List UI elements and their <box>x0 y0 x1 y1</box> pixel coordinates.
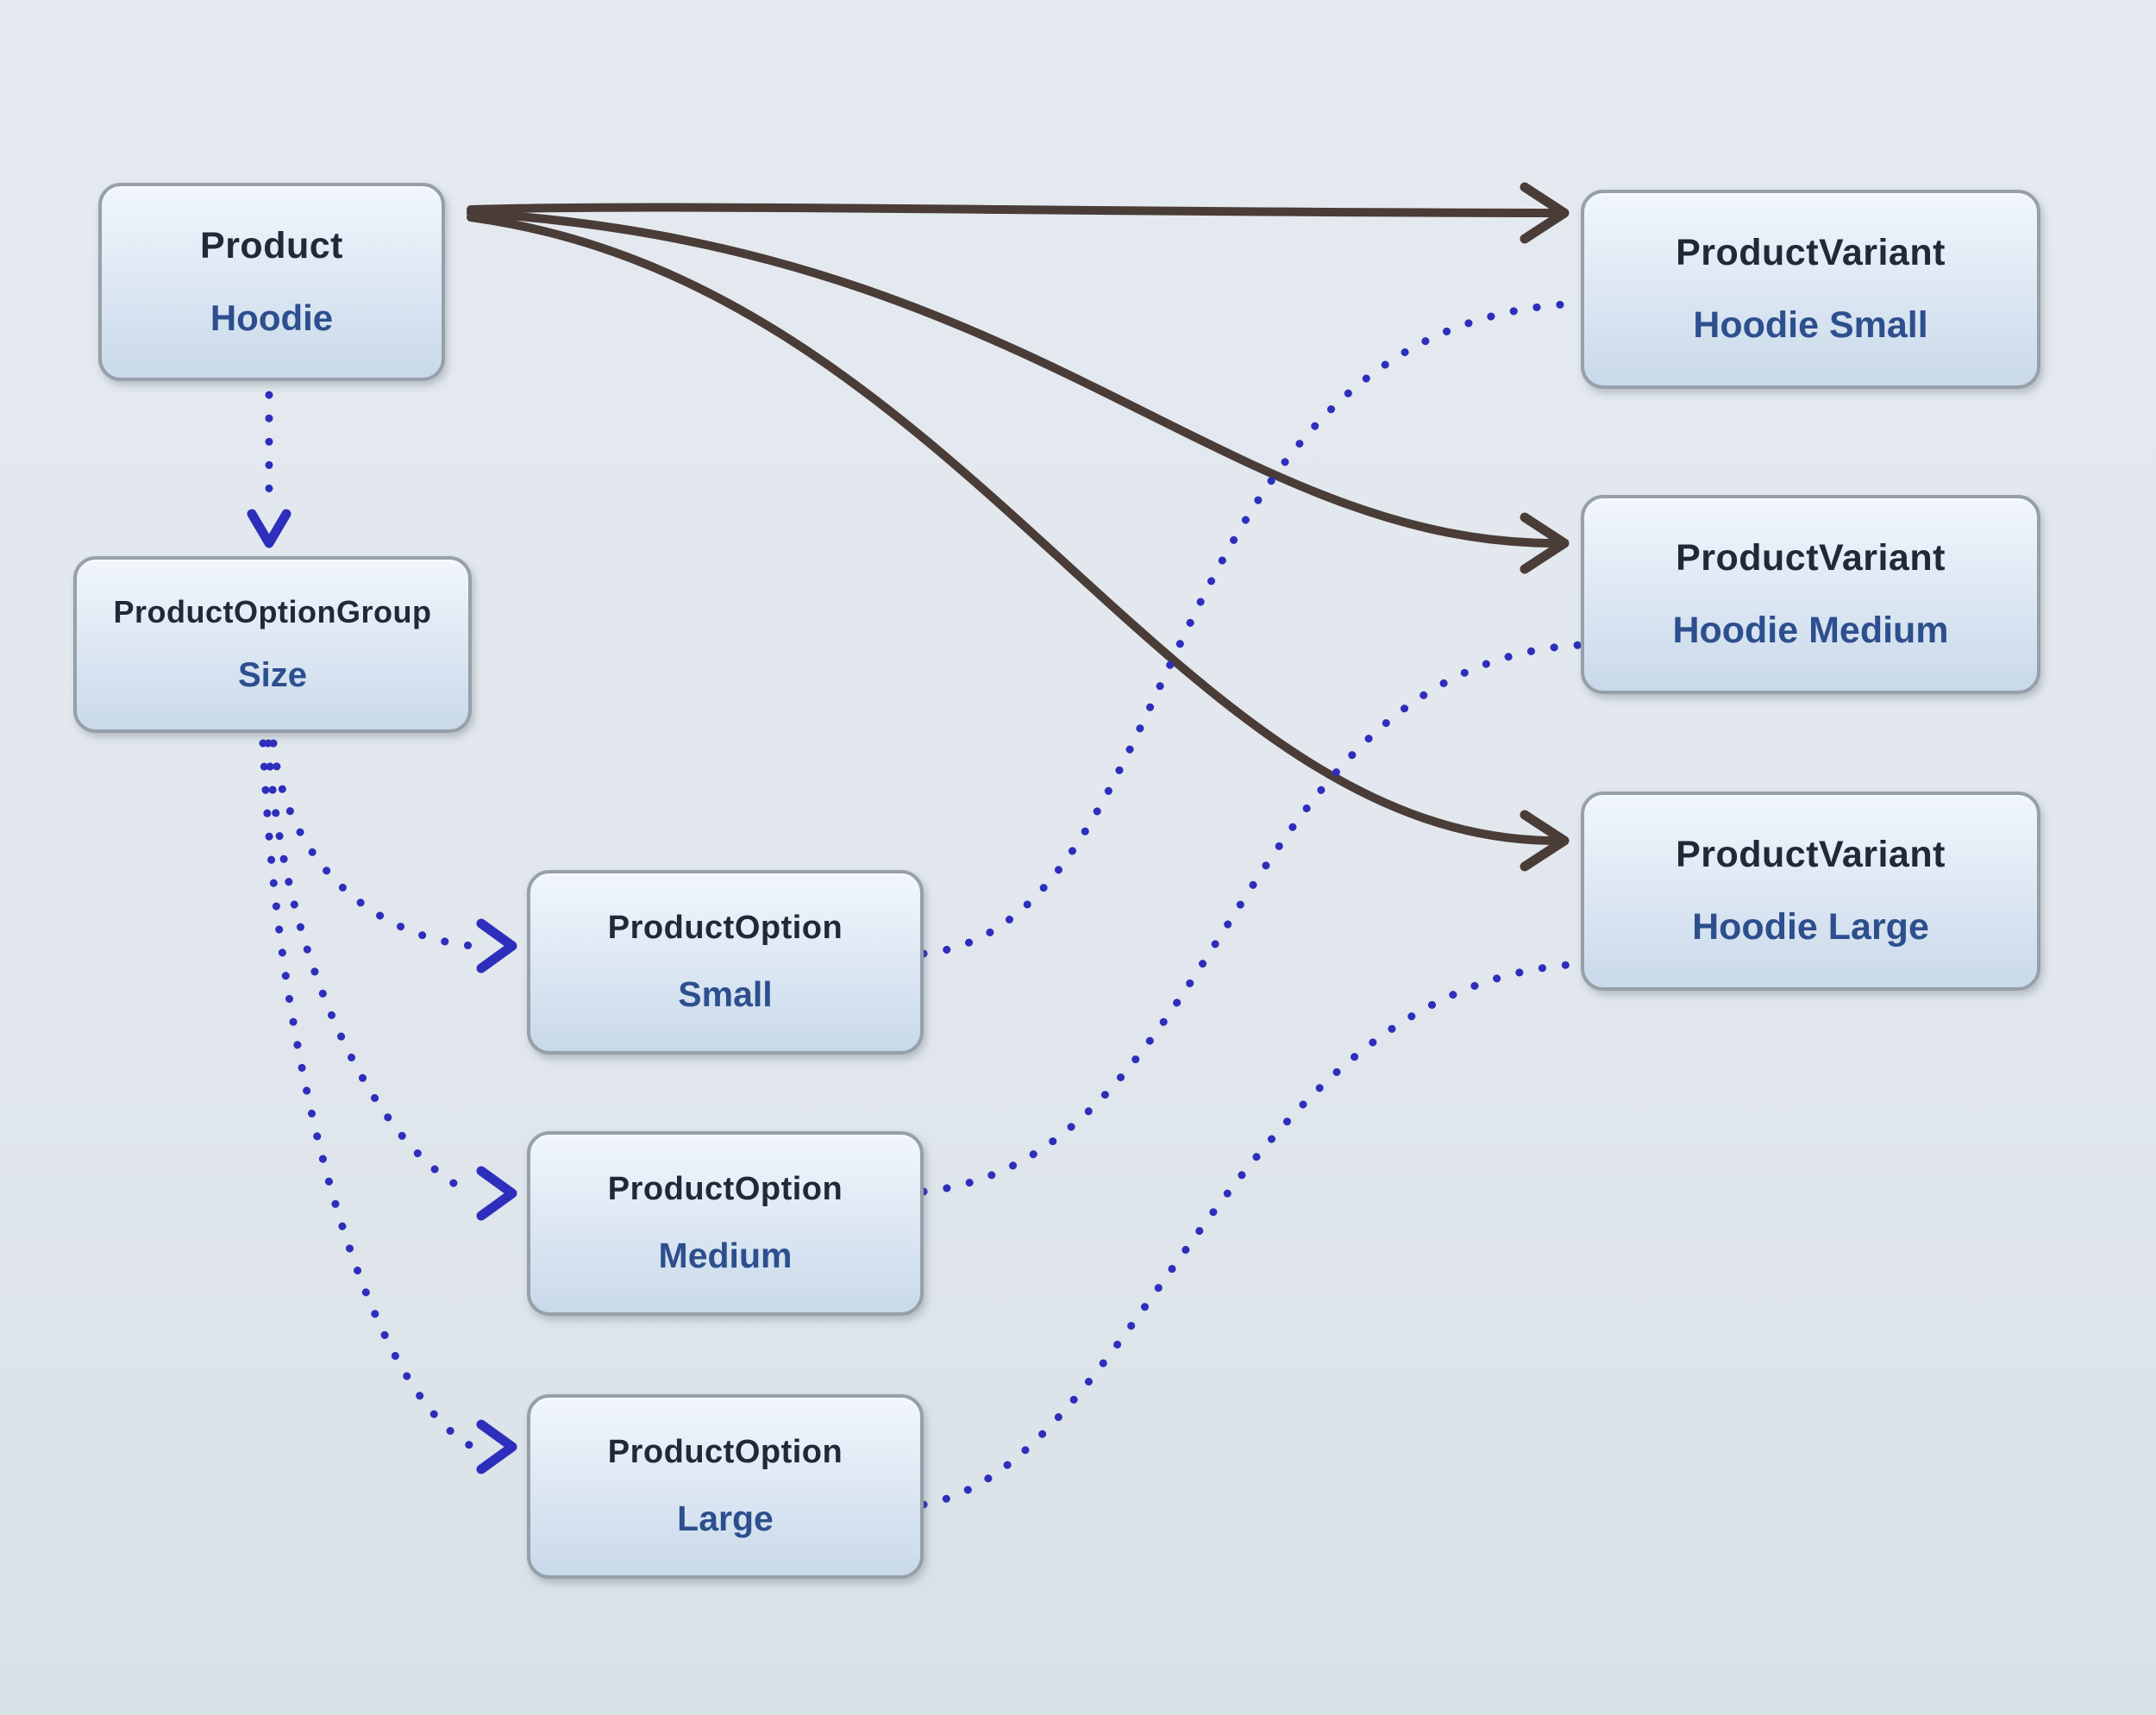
edge-option-medium-to-variant-medium <box>919 641 1585 1196</box>
arrowhead-variant-medium <box>1520 512 1570 574</box>
node-option-group-type: ProductOptionGroup <box>113 594 432 629</box>
node-option-group-value: Size <box>237 656 308 694</box>
node-variant-small: ProductVariant Hoodie Small <box>1581 190 2040 389</box>
node-option-group: ProductOptionGroup Size <box>73 556 472 733</box>
node-variant-small-value: Hoodie Small <box>1693 304 1928 346</box>
node-option-large-type: ProductOption <box>607 1434 843 1470</box>
arrowhead-option-large <box>476 1419 517 1474</box>
node-variant-medium-type: ProductVariant <box>1676 537 1946 579</box>
node-product-value: Hoodie <box>210 297 334 338</box>
edge-option-small-to-variant-small <box>919 299 1585 958</box>
arrowhead-variant-small <box>1520 182 1570 244</box>
arrowhead-option-group <box>247 509 291 548</box>
node-variant-small-type: ProductVariant <box>1676 232 1946 273</box>
edge-product-to-variant-medium <box>467 209 1560 548</box>
node-variant-large: ProductVariant Hoodie Large <box>1581 792 2040 991</box>
node-option-medium-type: ProductOption <box>607 1171 843 1207</box>
node-variant-medium: ProductVariant Hoodie Medium <box>1581 495 2040 694</box>
edge-product-to-variant-large <box>467 213 1560 845</box>
edge-product-to-variant-small <box>467 203 1560 217</box>
node-option-large-value: Large <box>677 1499 774 1538</box>
node-variant-large-value: Hoodie Large <box>1692 906 1929 948</box>
edge-group-to-option-medium <box>264 739 477 1198</box>
edge-group-to-option-large <box>259 739 477 1451</box>
node-option-medium: ProductOption Medium <box>527 1131 924 1316</box>
node-option-medium-value: Medium <box>658 1236 793 1275</box>
edge-group-to-option-small <box>269 739 477 950</box>
arrowhead-option-medium <box>476 1166 517 1221</box>
arrowhead-option-small <box>476 918 517 973</box>
node-product: Product Hoodie <box>98 183 445 381</box>
arrowhead-variant-large <box>1520 810 1570 872</box>
node-option-small-type: ProductOption <box>607 910 843 946</box>
node-variant-medium-value: Hoodie Medium <box>1672 610 1949 651</box>
node-option-small: ProductOption Small <box>527 870 924 1055</box>
node-option-small-value: Small <box>678 974 773 1014</box>
edge-option-large-to-variant-large <box>919 960 1585 1509</box>
node-option-large: ProductOption Large <box>527 1394 924 1579</box>
node-variant-large-type: ProductVariant <box>1676 834 1946 875</box>
node-product-type: Product <box>200 225 343 266</box>
